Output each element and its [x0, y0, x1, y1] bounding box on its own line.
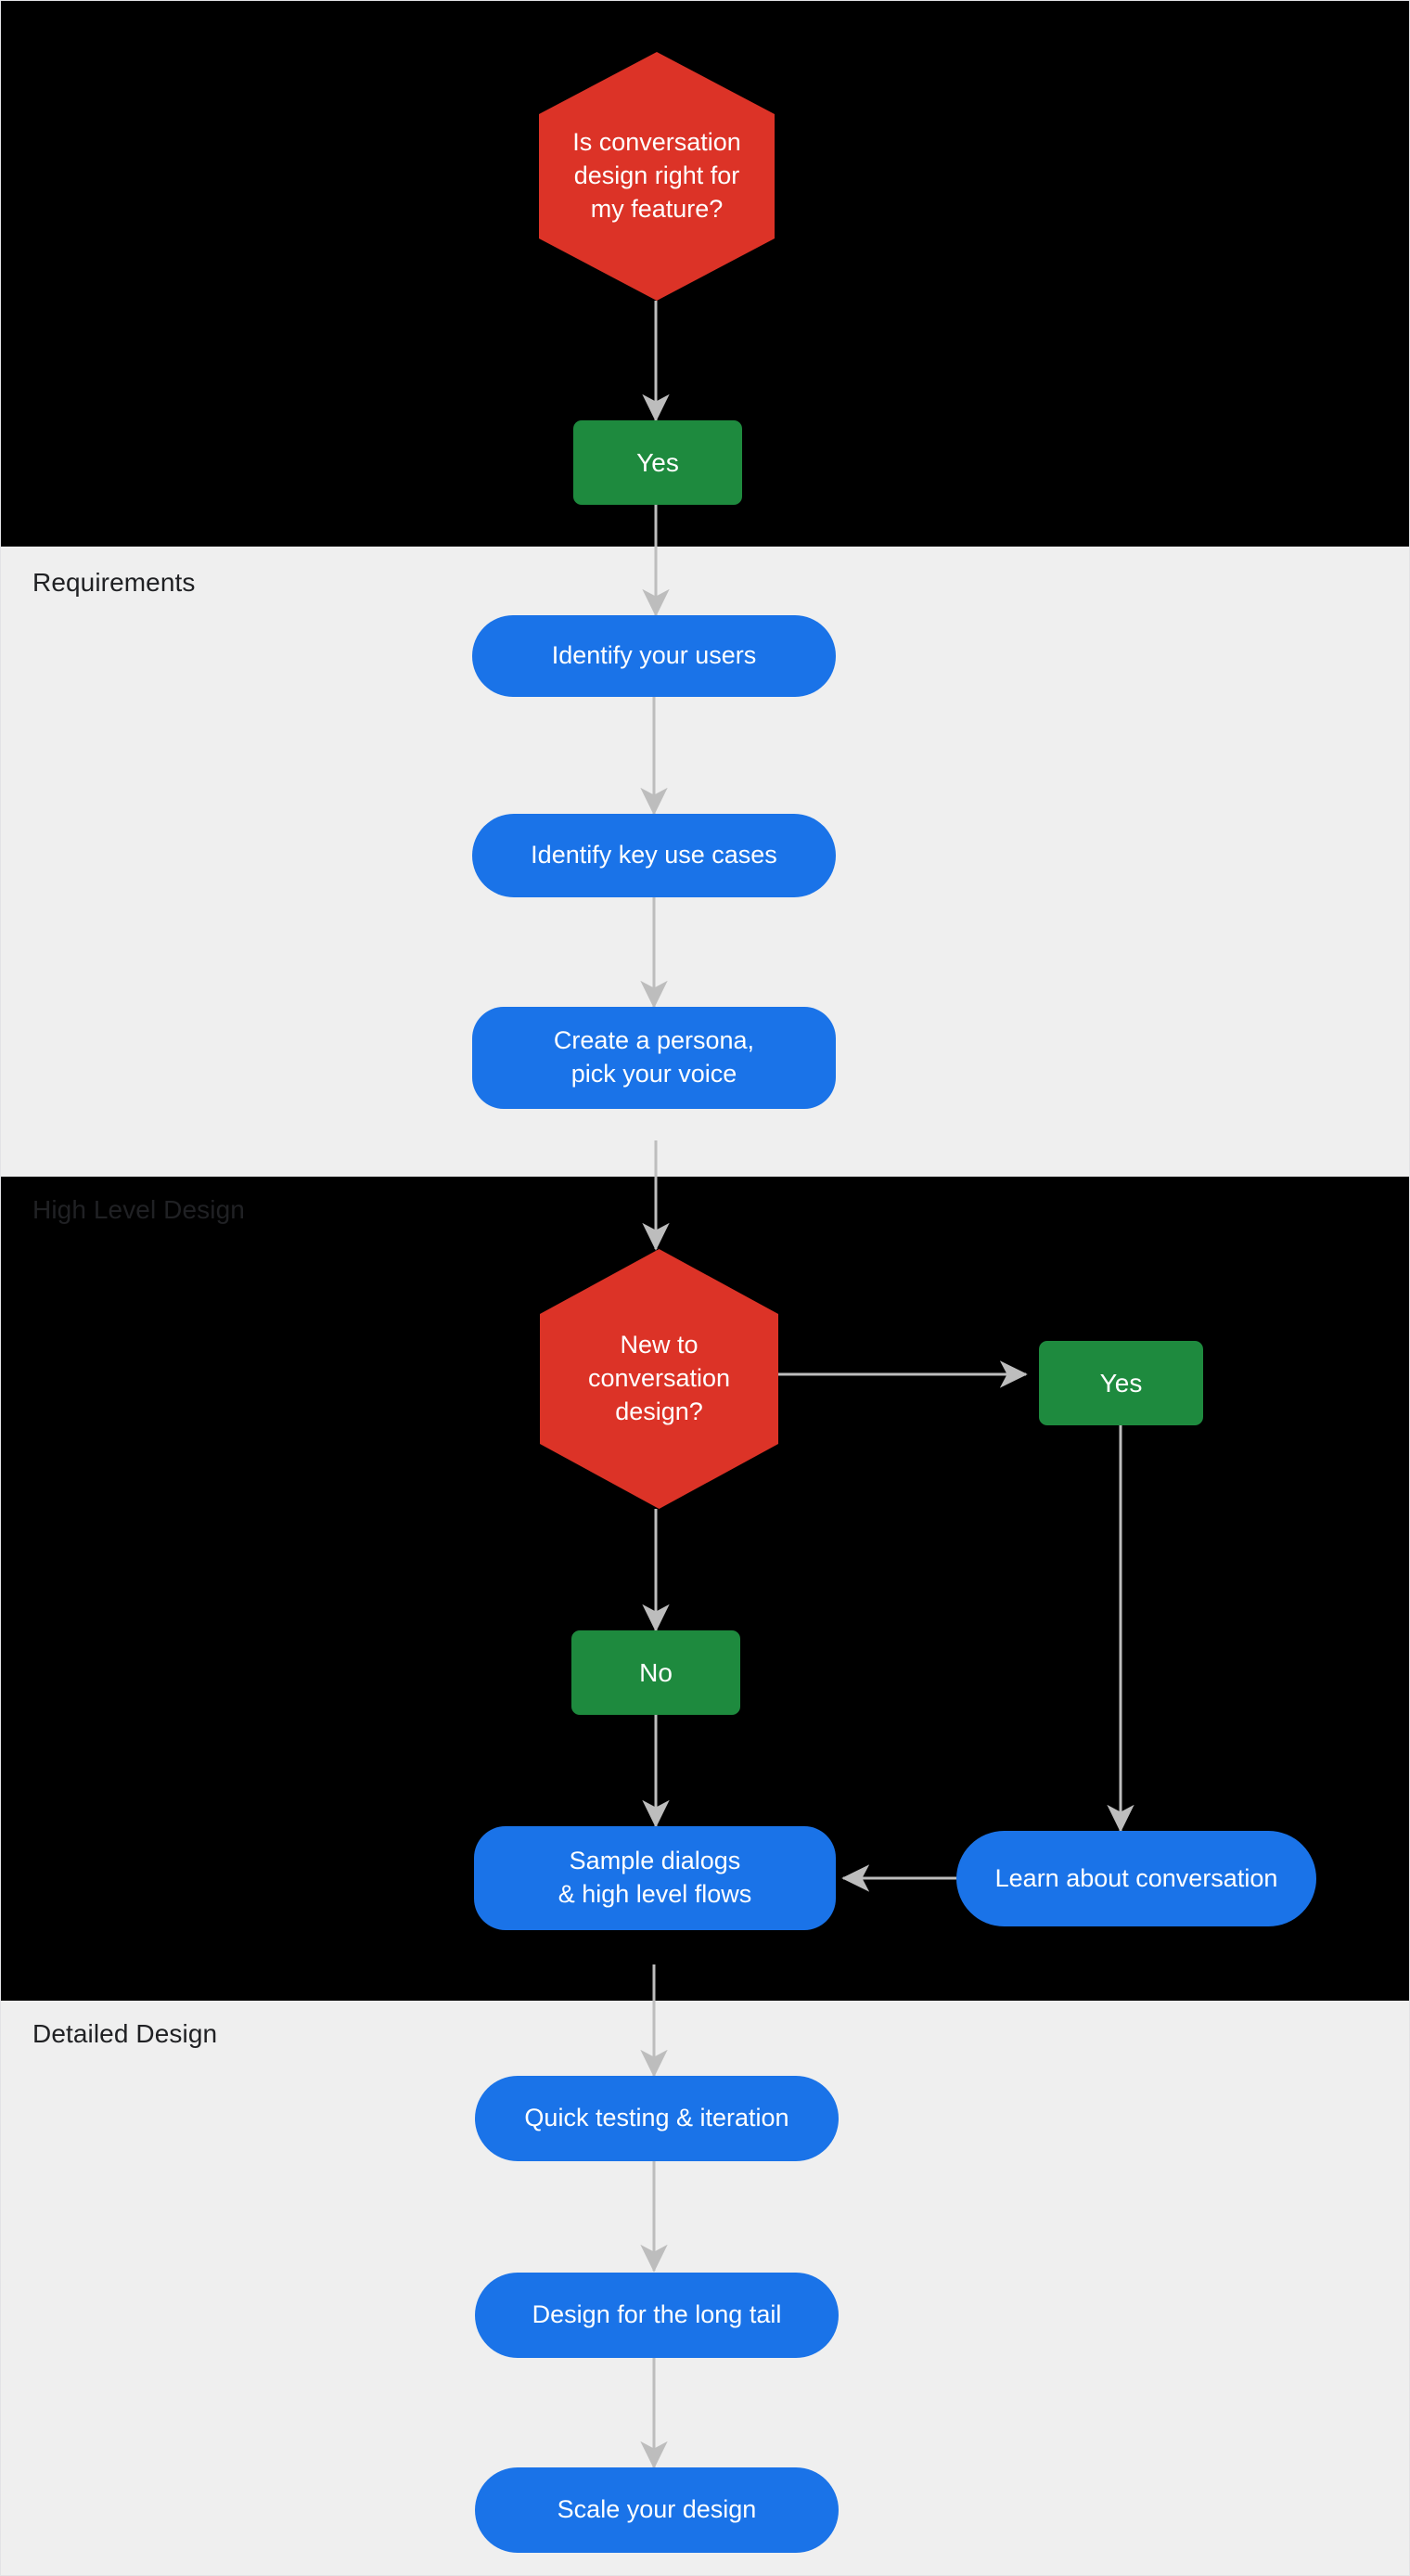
answer-no-new-to-cd[interactable]: No: [571, 1630, 740, 1715]
node-label: Create a persona, pick your voice: [553, 1026, 755, 1088]
node-label: Learn about conversation: [994, 1863, 1278, 1892]
section-label-detailed-design: Detailed Design: [32, 2019, 218, 2048]
step-quick-testing-iteration[interactable]: Quick testing & iteration: [475, 2076, 839, 2161]
node-label: Is conversation design right for my feat…: [572, 128, 741, 223]
node-label: Sample dialogs & high level flows: [558, 1847, 752, 1908]
node-label: Design for the long tail: [532, 2300, 782, 2329]
answer-yes-new-to-cd[interactable]: Yes: [1039, 1341, 1203, 1425]
section-label-high-level-design: High Level Design: [32, 1195, 245, 1224]
node-label: New to conversation design?: [587, 1331, 731, 1425]
node-label: Scale your design: [557, 2495, 757, 2524]
step-design-for-the-long-tail[interactable]: Design for the long tail: [475, 2273, 839, 2358]
step-identify-key-use-cases[interactable]: Identify key use cases: [472, 814, 836, 897]
node-label: Yes: [1099, 1368, 1143, 1397]
node-label: Yes: [636, 447, 679, 477]
section-label-requirements: Requirements: [32, 568, 196, 597]
node-label: Identify key use cases: [531, 841, 777, 869]
step-sample-dialogs-high-level-flows[interactable]: Sample dialogs & high level flows: [474, 1826, 836, 1930]
answer-yes-intro[interactable]: Yes: [573, 420, 742, 505]
node-label: Quick testing & iteration: [524, 2104, 789, 2132]
node-label: No: [639, 1657, 673, 1687]
step-scale-your-design[interactable]: Scale your design: [475, 2467, 839, 2553]
step-learn-about-conversation[interactable]: Learn about conversation: [956, 1831, 1316, 1926]
node-label: Identify your users: [551, 641, 757, 670]
step-create-a-persona[interactable]: Create a persona, pick your voice: [472, 1007, 836, 1109]
step-identify-your-users[interactable]: Identify your users: [472, 615, 836, 697]
